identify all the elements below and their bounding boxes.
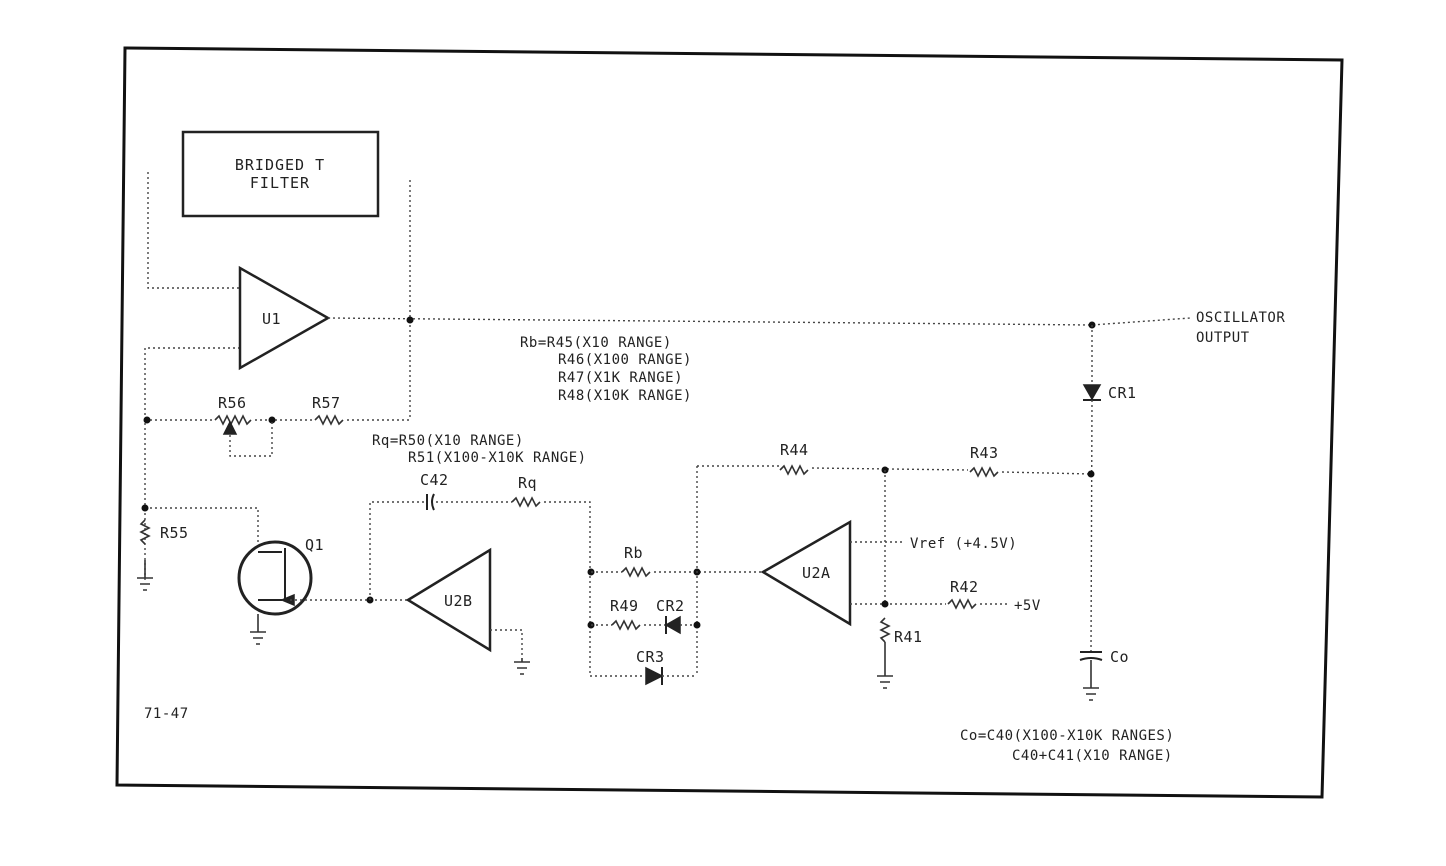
node-r55 xyxy=(141,504,149,512)
r42-resistor xyxy=(947,598,977,610)
wire-rq-out xyxy=(544,501,591,676)
rq-resistor xyxy=(511,496,541,508)
q1-ground xyxy=(250,614,266,645)
u2b-opamp xyxy=(405,547,492,653)
co-label: Co xyxy=(1110,648,1129,666)
co-capacitor xyxy=(1079,651,1103,661)
rq-note-1: Rq=R50(X10 RANGE) xyxy=(372,433,524,449)
cr2-diode xyxy=(664,615,681,635)
r43-label: R43 xyxy=(970,444,999,462)
filter-label-line2: FILTER xyxy=(250,174,310,192)
co-note-2: C40+C41(X10 RANGE) xyxy=(1012,748,1173,764)
rb-resistor xyxy=(621,566,651,578)
r56-resistor xyxy=(214,414,252,426)
q1-label: Q1 xyxy=(305,536,324,554)
rq-note-2: R51(X100-X10K RANGE) xyxy=(408,450,587,466)
r41-resistor xyxy=(879,617,891,643)
filter-label-line1: BRIDGED T xyxy=(235,156,325,174)
u2a-label: U2A xyxy=(802,564,831,582)
node-cr2-right xyxy=(693,621,701,629)
wire-r56-wiper xyxy=(229,420,273,457)
r57-resistor xyxy=(314,414,344,426)
cr1-diode xyxy=(1082,384,1102,401)
rb-note-4: R48(X10K RANGE) xyxy=(558,388,692,404)
wire-filter-left xyxy=(147,172,240,289)
rb-note-3: R47(X1K RANGE) xyxy=(558,370,683,386)
oscillator-output-label-2: OUTPUT xyxy=(1196,330,1250,346)
r55-resistor xyxy=(139,519,151,545)
wire-cr1-down xyxy=(1090,399,1093,653)
r55-label: R55 xyxy=(160,524,189,542)
r49-resistor xyxy=(611,619,641,631)
u2b-ground xyxy=(514,658,530,675)
oscillator-output-label-1: OSCILLATOR xyxy=(1196,310,1285,326)
node-r56-right xyxy=(268,416,276,424)
r43-resistor xyxy=(969,466,999,478)
rb-note-1: Rb=R45(X10 RANGE) xyxy=(520,335,672,351)
bridged-t-filter-box xyxy=(181,130,380,218)
wire-r44-right xyxy=(811,467,969,471)
u1-label: U1 xyxy=(262,310,281,328)
co-note-1: Co=C40(X100-X10K RANGES) xyxy=(960,728,1174,744)
cr3-label: CR3 xyxy=(636,648,665,666)
r41-ground xyxy=(877,642,893,689)
node-u2a-plus xyxy=(881,600,889,608)
vref-label: Vref (+4.5V) xyxy=(910,536,1017,552)
rb-label: Rb xyxy=(624,544,643,562)
figure-reference: 71-47 xyxy=(144,706,189,722)
r44-resistor xyxy=(779,464,809,476)
diagram-frame xyxy=(115,46,1344,799)
r56-label: R56 xyxy=(218,394,247,412)
q1-arrow xyxy=(280,593,295,607)
node-u1-out xyxy=(406,316,414,324)
q1-gate xyxy=(258,548,286,601)
r44-label: R44 xyxy=(780,441,809,459)
r41-label: R41 xyxy=(894,628,923,646)
cr3-diode xyxy=(645,666,664,686)
wire-r43-right xyxy=(1001,471,1092,475)
r56-wiper-arrow xyxy=(222,420,238,435)
c42-label: C42 xyxy=(420,471,449,489)
wire-u1-feedback-in xyxy=(144,347,240,580)
cr1-label: CR1 xyxy=(1108,384,1137,402)
wire-c42-loop xyxy=(369,501,425,600)
u2b-label: U2B xyxy=(444,592,473,610)
u2a-opamp xyxy=(760,519,852,627)
cr2-label: CR2 xyxy=(656,597,685,615)
r55-ground xyxy=(137,560,153,591)
r49-label: R49 xyxy=(610,597,639,615)
wire-u1-output xyxy=(327,317,1191,326)
c42-capacitor xyxy=(426,493,435,511)
wire-u2b-plus xyxy=(490,629,523,655)
co-ground xyxy=(1083,660,1099,701)
r42-label: R42 xyxy=(950,578,979,596)
u1-opamp xyxy=(238,265,331,371)
plus5v-label: +5V xyxy=(1014,598,1041,614)
node-r43-right xyxy=(1087,470,1095,478)
rb-note-2: R46(X100 RANGE) xyxy=(558,352,692,368)
rq-label: Rq xyxy=(518,474,537,492)
r57-label: R57 xyxy=(312,394,341,412)
node-r56-left xyxy=(143,416,151,424)
